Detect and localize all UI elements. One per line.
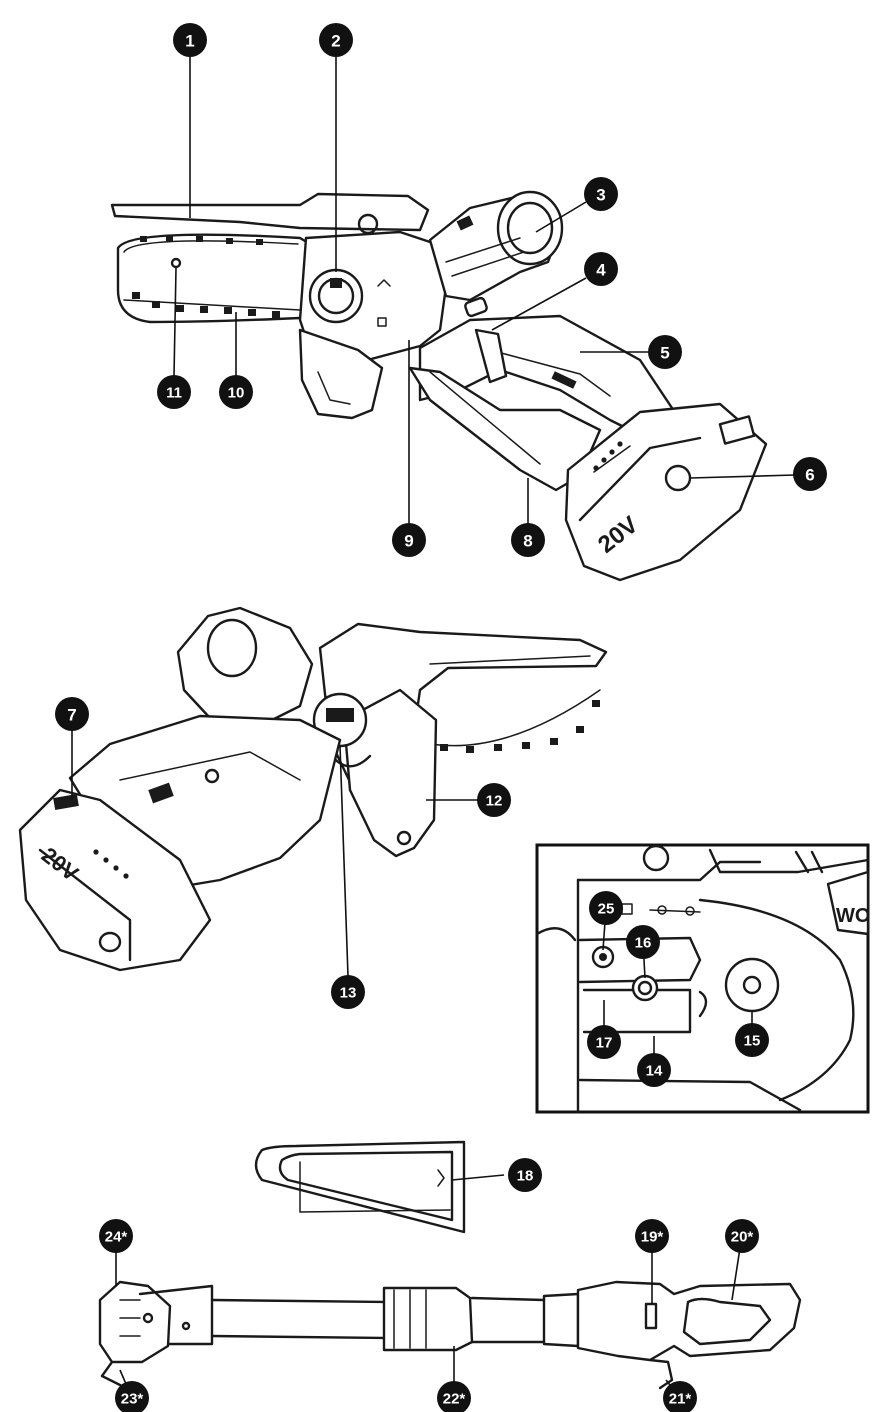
svg-text:22*: 22* (443, 1391, 466, 1408)
svg-text:8: 8 (523, 532, 532, 551)
svg-text:2: 2 (331, 32, 340, 51)
callout-4: 4 (584, 252, 618, 286)
callout-9: 9 (392, 523, 426, 557)
callout-18: 18 (508, 1158, 542, 1192)
svg-text:21*: 21* (669, 1391, 692, 1408)
pole-extension-attachment (98, 1247, 802, 1399)
svg-text:10: 10 (228, 385, 245, 402)
svg-text:7: 7 (67, 706, 76, 725)
chainsaw-rear-view: 20V (18, 606, 608, 977)
callout-7: 7 (55, 697, 89, 731)
motor-badge: WO (836, 905, 870, 927)
callout-3: 3 (584, 177, 618, 211)
svg-text:3: 3 (596, 186, 605, 205)
callout-5: 5 (648, 335, 682, 369)
callout-6: 6 (793, 457, 827, 491)
callout-22: 22* (437, 1381, 471, 1412)
chainsaw-front-view: 20V (110, 55, 796, 582)
callout-17: 17 (587, 1025, 621, 1059)
svg-text:12: 12 (486, 793, 503, 810)
rear-battery-vents (93, 849, 129, 879)
callout-16: 16 (626, 925, 660, 959)
svg-text:13: 13 (340, 985, 357, 1002)
callout-25: 25 (589, 891, 623, 925)
callout-12: 12 (477, 783, 511, 817)
callout-23: 23* (115, 1381, 149, 1412)
svg-text:16: 16 (635, 935, 652, 952)
callout-19: 19* (635, 1219, 669, 1253)
callout-1: 1 (173, 23, 207, 57)
svg-text:24*: 24* (105, 1229, 128, 1246)
callout-20: 20* (725, 1219, 759, 1253)
battery-vent-dots (593, 441, 623, 471)
callout-21: 21* (663, 1381, 697, 1412)
callout-15: 15 (735, 1023, 769, 1057)
callout-10: 10 (219, 375, 253, 409)
svg-text:4: 4 (596, 261, 606, 280)
svg-text:15: 15 (744, 1033, 761, 1050)
svg-text:25: 25 (598, 901, 615, 918)
svg-text:19*: 19* (641, 1229, 664, 1246)
svg-text:6: 6 (805, 466, 814, 485)
svg-text:9: 9 (404, 532, 413, 551)
svg-text:17: 17 (596, 1035, 613, 1052)
svg-text:20*: 20* (731, 1229, 754, 1246)
svg-text:23*: 23* (121, 1391, 144, 1408)
svg-text:5: 5 (660, 344, 669, 363)
rear-chain-teeth (440, 700, 600, 753)
svg-text:11: 11 (166, 385, 182, 402)
callout-2: 2 (319, 23, 353, 57)
callout-8: 8 (511, 523, 545, 557)
svg-text:1: 1 (185, 32, 194, 51)
svg-text:18: 18 (517, 1168, 534, 1185)
callout-14: 14 (637, 1053, 671, 1087)
svg-text:14: 14 (646, 1063, 663, 1080)
chain-teeth (132, 235, 280, 318)
callout-11: 11 (157, 375, 191, 409)
chain-tension-detail-inset: WO (535, 843, 870, 1114)
bar-cover-sheath (254, 1140, 505, 1234)
callout-24: 24* (99, 1219, 133, 1253)
callout-13: 13 (331, 975, 365, 1009)
